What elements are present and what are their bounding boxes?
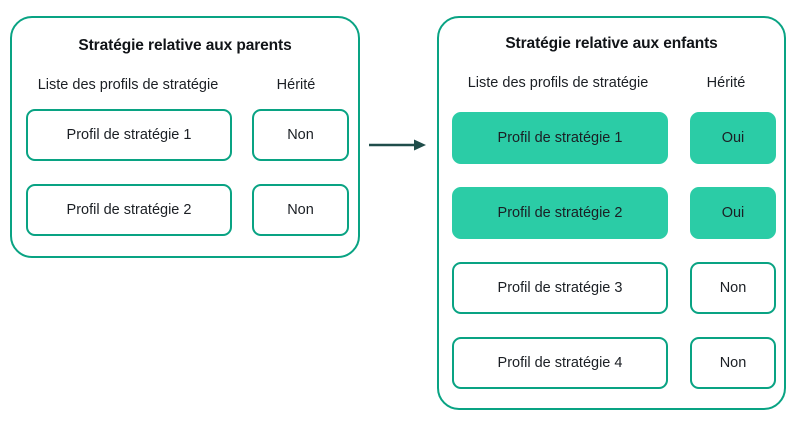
- profile-box[interactable]: Profil de stratégie 2: [26, 184, 232, 236]
- table-row: Profil de stratégie 1 Oui: [439, 112, 784, 164]
- inherited-box[interactable]: Non: [252, 184, 349, 236]
- table-row: Profil de stratégie 2 Oui: [439, 187, 784, 239]
- profile-box[interactable]: Profil de stratégie 4: [452, 337, 668, 389]
- panel-enfants-title: Stratégie relative aux enfants: [505, 35, 718, 52]
- profile-box[interactable]: Profil de stratégie 1: [26, 109, 232, 161]
- column-header-inherited: Hérité: [276, 77, 316, 93]
- profile-box[interactable]: Profil de stratégie 2: [452, 187, 668, 239]
- panel-enfants-column-headers: Liste des profils de stratégie Hérité: [439, 73, 784, 93]
- inherited-box[interactable]: Non: [690, 337, 776, 389]
- inherited-box[interactable]: Oui: [690, 112, 776, 164]
- table-row: Profil de stratégie 3 Non: [439, 262, 784, 314]
- column-header-profile-list: Liste des profils de stratégie: [37, 77, 219, 93]
- panel-enfants-rows: Profil de stratégie 1 Oui Profil de stra…: [439, 112, 784, 389]
- panel-enfants: Stratégie relative aux enfants Liste des…: [437, 16, 786, 410]
- inherited-box[interactable]: Oui: [690, 187, 776, 239]
- column-header-profile-list: Liste des profils de stratégie: [467, 75, 649, 91]
- inherited-box[interactable]: Non: [690, 262, 776, 314]
- table-row: Profil de stratégie 1 Non: [12, 109, 358, 161]
- arrow-right-icon: [368, 132, 428, 158]
- inherited-box[interactable]: Non: [252, 109, 349, 161]
- table-row: Profil de stratégie 4 Non: [439, 337, 784, 389]
- panel-parents-rows: Profil de stratégie 1 Non Profil de stra…: [12, 109, 358, 236]
- panel-parents: Stratégie relative aux parents Liste des…: [10, 16, 360, 258]
- profile-box[interactable]: Profil de stratégie 1: [452, 112, 668, 164]
- column-header-inherited: Hérité: [706, 75, 746, 91]
- table-row: Profil de stratégie 2 Non: [12, 184, 358, 236]
- profile-box[interactable]: Profil de stratégie 3: [452, 262, 668, 314]
- panel-parents-column-headers: Liste des profils de stratégie Hérité: [12, 75, 358, 95]
- panel-parents-title: Stratégie relative aux parents: [78, 37, 292, 54]
